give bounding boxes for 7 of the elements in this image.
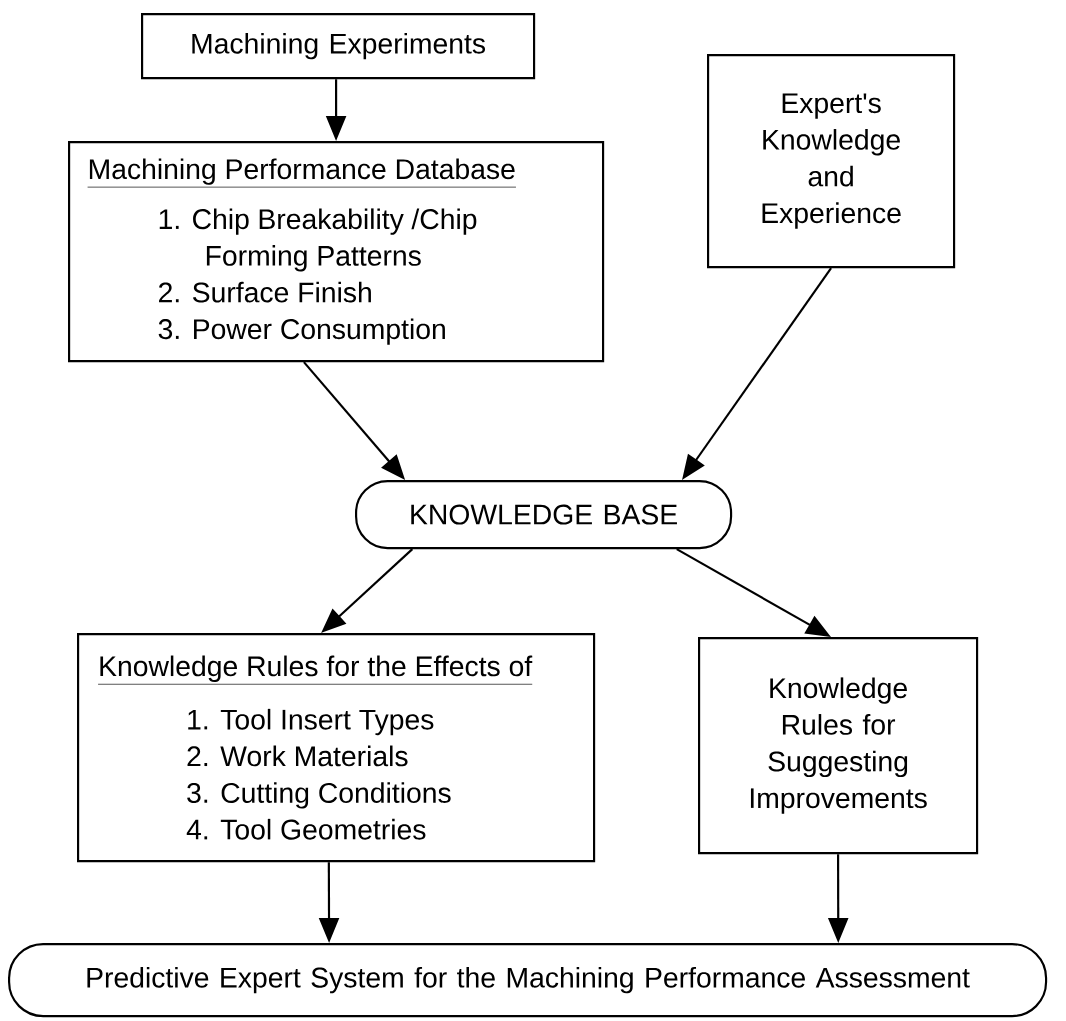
process-box: Machining Performance Database 1. Chip Breakability /Chip Forming Patterns 2. Surface Finish 3. Power Consumption (68, 141, 605, 363)
process-box: Knowledge Rules for the Effects of 1. Tool Insert Types 2. Work Materials 3. Cutting Conditions 4. Tool Geometries (77, 633, 596, 863)
process-box: Machining Experiments (141, 13, 536, 80)
process-box: Knowledge Rules for Suggesting Improvements (698, 637, 979, 855)
rounded-box: KNOWLEDGE BASE (355, 480, 733, 550)
process-box: Expert's Knowledge and Experience (707, 54, 956, 269)
rounded-box: Predictive Expert System for the Machining Performance Assessment (8, 943, 1048, 1018)
